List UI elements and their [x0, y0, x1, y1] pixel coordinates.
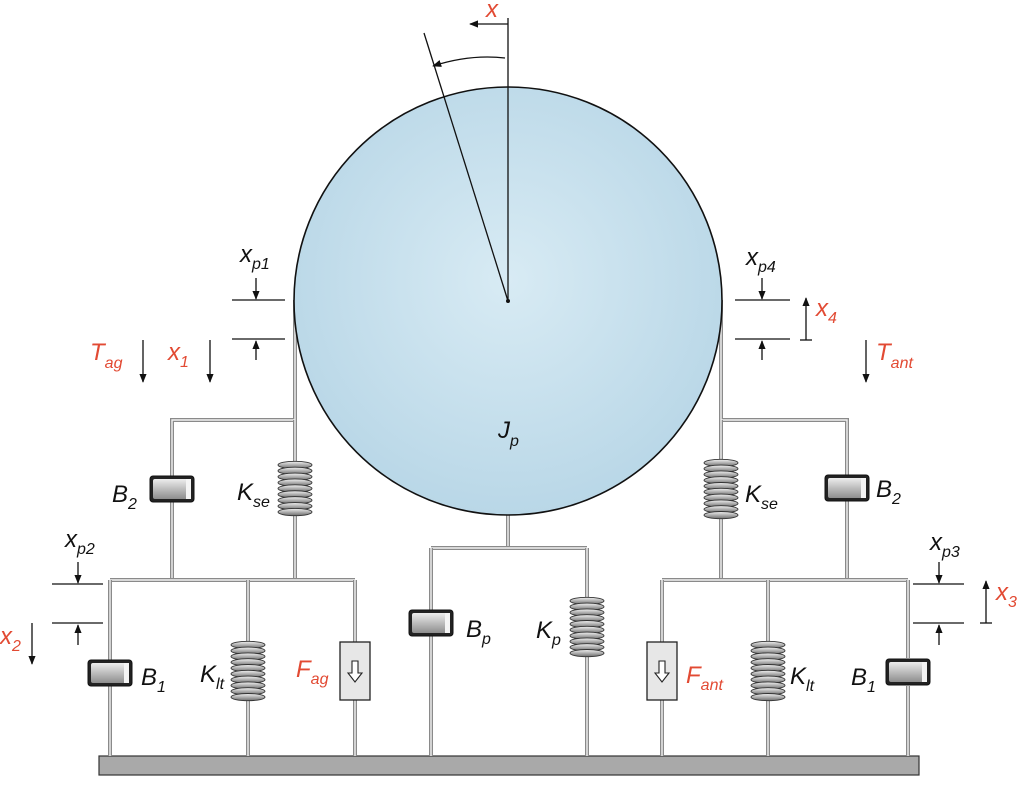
spring-klt-left-coil — [230, 693, 266, 702]
damper-b1-left-piston — [91, 663, 129, 683]
damper-b1-right — [885, 658, 931, 686]
label-fag: Fag — [296, 656, 329, 688]
label-b1-left: B1 — [141, 664, 166, 696]
label-xp1: xp1 — [239, 241, 270, 273]
damper-bp-piston — [412, 613, 450, 633]
label-x3: x3 — [995, 579, 1017, 611]
label-b1-right: B1 — [851, 664, 876, 696]
spring-kp — [569, 596, 605, 658]
damper-b1-right-shine — [922, 662, 927, 682]
spring-kse-right — [703, 458, 739, 520]
rod-left-upper-a — [170, 300, 297, 478]
labels: x Jp xp1 xp4 xp2 xp3 Tag x1 x4 Tant x2 x… — [0, 0, 1017, 696]
ground-plate — [98, 755, 920, 776]
damper-b2-left-shine — [186, 479, 191, 499]
label-tag: Tag — [90, 339, 123, 372]
damper-bp-shine — [445, 613, 450, 633]
rotation-arc-arrow — [432, 56, 506, 67]
displacement-markers — [28, 278, 992, 665]
disk-center — [506, 299, 510, 303]
force-generator-fant — [646, 641, 678, 701]
spring-klt-right-coil — [750, 693, 786, 702]
damper-b1-left-shine — [124, 663, 129, 683]
label-b2-left: B2 — [112, 481, 137, 513]
label-b2-right: B2 — [876, 476, 901, 508]
spring-kse-left — [277, 460, 313, 517]
connecting-rods — [108, 300, 910, 756]
components — [87, 458, 931, 702]
label-klt-right: Klt — [790, 663, 815, 695]
label-x4: x4 — [815, 295, 837, 327]
force-generator-fag — [339, 641, 371, 701]
label-klt-left: Klt — [200, 661, 225, 693]
damper-b2-right-shine — [861, 478, 866, 498]
label-tant: Tant — [876, 339, 913, 372]
damper-b2-right — [824, 474, 870, 502]
label-xp3: xp3 — [929, 529, 960, 561]
damper-b2-left-piston — [153, 479, 191, 499]
damper-b1-left — [87, 659, 133, 687]
spring-kp-coil — [569, 649, 605, 658]
damper-bp — [408, 609, 454, 637]
label-kse-right: Kse — [745, 481, 778, 513]
damper-b1-right-piston — [889, 662, 927, 682]
spring-klt-right — [750, 640, 786, 702]
rod-left-upper-a-highlight — [171, 300, 296, 478]
label-bp: Bp — [466, 616, 491, 648]
label-xp4: xp4 — [745, 244, 776, 276]
damper-b2-left — [149, 475, 195, 503]
rod-right-upper-a-highlight — [720, 300, 848, 476]
spring-klt-left — [230, 640, 266, 702]
label-kse-left: Kse — [237, 479, 270, 511]
label-x2: x2 — [0, 623, 21, 655]
label-xp2: xp2 — [64, 526, 95, 558]
spring-kse-left-coil — [277, 507, 313, 517]
force-generator-fant-arrow-icon — [653, 660, 671, 683]
spring-kse-right-coil — [703, 511, 739, 520]
label-kp: Kp — [536, 617, 561, 649]
rotation-angle-line — [423, 32, 509, 302]
label-fant: Fant — [686, 662, 723, 694]
label-x1: x1 — [167, 339, 189, 371]
label-jp: Jp — [497, 417, 519, 450]
label-x: x — [485, 0, 499, 23]
damper-b2-right-piston — [828, 478, 866, 498]
force-generator-fag-arrow-icon — [346, 660, 364, 683]
